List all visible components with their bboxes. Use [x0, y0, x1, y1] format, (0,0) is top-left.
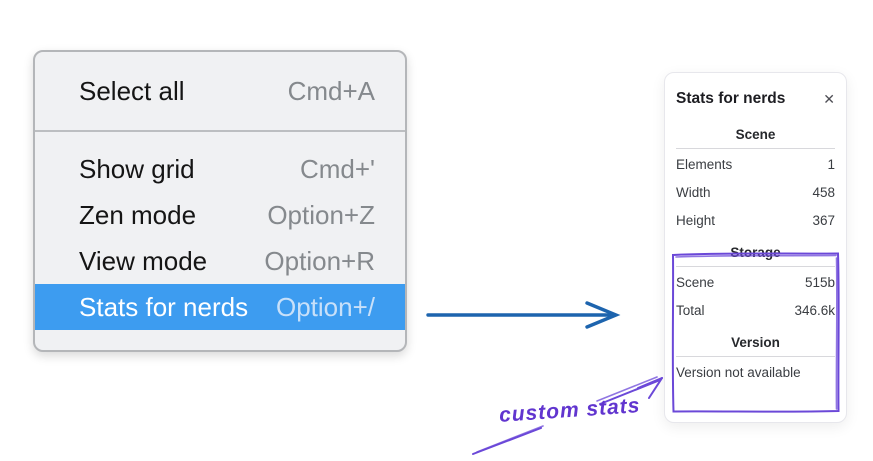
storage-section: Storage Scene 515b Total 346.6k: [676, 243, 835, 325]
stat-label: Total: [676, 303, 705, 318]
version-section: Version Version not available: [676, 333, 835, 387]
stat-value: 367: [812, 213, 835, 228]
stat-value: 515b: [804, 275, 835, 290]
menu-section-bottom: Show grid Cmd+' Zen mode Option+Z View m…: [35, 132, 405, 356]
stats-panel-header: Stats for nerds ✕: [676, 87, 835, 111]
version-message: Version not available: [676, 365, 801, 380]
stats-panel: Stats for nerds ✕ Scene Elements 1 Width…: [664, 72, 847, 423]
stat-row-width: Width 458: [676, 179, 835, 207]
menu-item-shortcut: Cmd+': [299, 153, 375, 184]
menu-item-shortcut: Option+Z: [267, 199, 375, 230]
divider: [676, 148, 835, 149]
stat-label: Scene: [676, 275, 715, 290]
menu-item-select-all[interactable]: Select all Cmd+A: [35, 67, 405, 115]
menu-item-shortcut: Option+/: [275, 291, 375, 322]
stat-value: 346.6k: [794, 303, 835, 318]
stat-value: 458: [812, 185, 835, 200]
custom-stats-annotation: custom stats: [498, 394, 642, 427]
stat-value: 1: [827, 157, 835, 172]
menu-item-shortcut: Cmd+A: [287, 75, 375, 106]
panel-title: Stats for nerds: [676, 90, 786, 107]
menu-item-view-mode[interactable]: View mode Option+R: [35, 238, 405, 284]
menu-item-label: Zen mode: [79, 199, 197, 230]
menu-separator: [35, 130, 405, 132]
scene-section: Scene Elements 1 Width 458 Height 367: [676, 125, 835, 235]
stat-row-elements: Elements 1: [676, 151, 835, 179]
menu-section-top: Select all Cmd+A: [35, 52, 405, 130]
stat-label: Height: [676, 213, 716, 228]
divider: [676, 266, 835, 267]
menu-item-label: Stats for nerds: [79, 291, 249, 322]
divider: [676, 356, 835, 357]
menu-item-label: View mode: [79, 245, 208, 276]
stat-row-height: Height 367: [676, 207, 835, 235]
menu-item-zen-mode[interactable]: Zen mode Option+Z: [35, 192, 405, 238]
menu-item-stats-for-nerds[interactable]: Stats for nerds Option+/: [35, 284, 405, 330]
context-menu: Select all Cmd+A Show grid Cmd+' Zen mod…: [33, 50, 407, 352]
version-section-header: Version: [731, 335, 780, 350]
scene-section-header: Scene: [735, 127, 776, 142]
stat-label: Elements: [676, 157, 733, 172]
menu-item-label: Select all: [79, 75, 185, 106]
blue-arrow: [426, 301, 621, 329]
menu-item-shortcut: Option+R: [264, 245, 375, 276]
stat-row-total: Total 346.6k: [676, 297, 835, 325]
menu-item-show-grid[interactable]: Show grid Cmd+': [35, 146, 405, 192]
menu-item-label: Show grid: [79, 153, 195, 184]
close-icon[interactable]: ✕: [823, 91, 835, 107]
stat-row-scene: Scene 515b: [676, 269, 835, 297]
storage-section-header: Storage: [730, 245, 781, 260]
stat-label: Width: [676, 185, 711, 200]
